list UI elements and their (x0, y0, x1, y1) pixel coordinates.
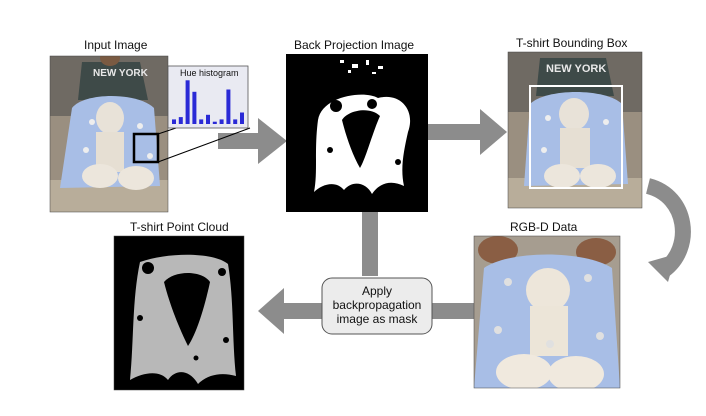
apply-mask-line-1: Apply (361, 284, 393, 298)
arrow-backproj-to-bbox (428, 109, 507, 155)
histogram-bar (240, 112, 244, 124)
apply-mask-box (321, 277, 433, 335)
hue-histogram-bars (172, 80, 244, 124)
label-bounding-box: T-shirt Bounding Box (516, 36, 628, 50)
label-back-projection: Back Projection Image (294, 38, 415, 52)
label-point-cloud: T-shirt Point Cloud (130, 220, 229, 234)
point-cloud-image (114, 236, 244, 390)
histogram-bar (226, 89, 231, 124)
arrow-bbox-to-rgbd-curved (645, 178, 691, 282)
histogram-bar (219, 119, 224, 124)
label-hue-histogram: Hue histogram (180, 68, 239, 78)
rgbd-image (474, 236, 620, 388)
histogram-bar (199, 119, 204, 124)
back-projection-image (286, 54, 428, 212)
histogram-bar (172, 119, 176, 124)
apply-mask-line-3: image as mask (336, 312, 418, 326)
arrow-box-to-cloud (258, 288, 322, 334)
histogram-bar (233, 119, 238, 124)
arrow-input-to-backproj (218, 118, 287, 164)
histogram-bar (192, 91, 197, 124)
shirt-print-bbox: NEW YORK (546, 63, 606, 75)
arrow-backproj-down (362, 212, 378, 276)
hue-histogram-inset (167, 65, 249, 129)
histogram-bar (178, 117, 183, 124)
histogram-bar (185, 80, 190, 124)
histogram-bar (212, 121, 217, 124)
histogram-bar (206, 114, 210, 124)
apply-mask-text: Apply backpropagation image as mask (322, 284, 432, 326)
bounding-box-image (508, 52, 642, 208)
arrow-rgbd-to-box (432, 303, 474, 319)
label-input-image: Input Image (84, 38, 148, 52)
shirt-print-input: NEW YORK (93, 68, 149, 79)
apply-mask-line-2: backpropagation (332, 298, 422, 312)
label-rgbd-data: RGB-D Data (510, 220, 578, 234)
roi-box (132, 132, 160, 164)
zoom-line-bottom (157, 127, 251, 163)
tshirt-bounding-box (529, 85, 623, 189)
zoom-line-top (157, 127, 177, 135)
input-image (50, 56, 168, 212)
